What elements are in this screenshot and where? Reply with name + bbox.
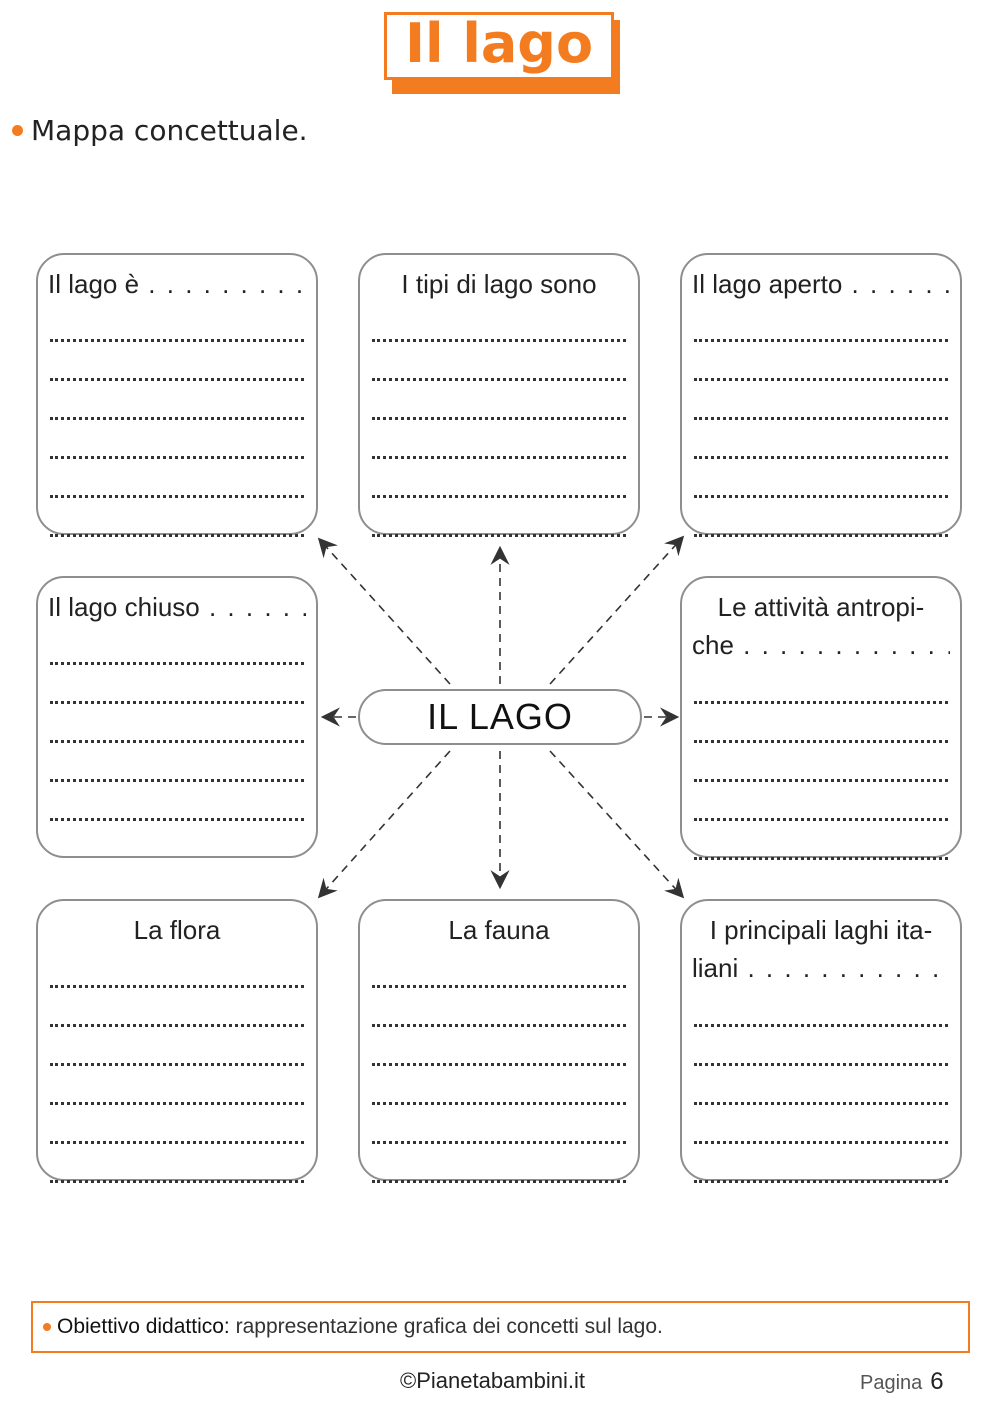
box-label-dots: . . . . . . . [208,592,306,622]
writing-line[interactable] [372,988,626,1027]
writing-lines[interactable] [372,949,626,1183]
brand-footer: ©Pianetabambini.it [400,1368,585,1393]
box-closed-lake: Il lago chiuso . . . . . . . [36,576,318,858]
writing-lines[interactable] [694,988,948,1183]
box-label-line2: liani [692,953,739,983]
title-box: Il lago [384,12,614,80]
writing-line[interactable] [50,704,304,743]
writing-line[interactable] [372,342,626,381]
box-label: Il lago chiuso [48,592,200,622]
writing-line[interactable] [372,1105,626,1144]
writing-line[interactable] [50,743,304,782]
writing-line[interactable] [372,420,626,459]
page-indicator: Pagina 6 [860,1368,944,1396]
box-human-activities: Le attività antropi- che . . . . . . . .… [680,576,962,860]
writing-line[interactable] [50,1066,304,1105]
writing-line[interactable] [694,459,948,498]
box-label-dots: . . . . . . . . . . . . . . . . [747,953,950,983]
writing-line[interactable] [694,381,948,420]
writing-lines[interactable] [50,949,304,1183]
box-lake-types: I tipi di lago sono [358,253,640,537]
box-label: La flora [133,915,221,945]
writing-line[interactable] [50,782,304,821]
writing-line[interactable] [50,1105,304,1144]
writing-line[interactable] [50,303,304,342]
writing-line[interactable] [50,1027,304,1066]
writing-line[interactable] [50,988,304,1027]
writing-line[interactable] [50,420,304,459]
center-concept-label: IL LAGO [427,696,573,737]
page-label: Pagina [860,1372,923,1394]
writing-line[interactable] [372,1027,626,1066]
subtitle: Mappa concettuale. [12,114,308,147]
writing-line[interactable] [372,1144,626,1183]
writing-line[interactable] [694,1144,948,1183]
box-label-dots: . . . . . . . . . . . . . . . . . [743,630,950,660]
box-label-dots: . . . . . . . [851,269,950,299]
writing-line[interactable] [694,988,948,1027]
writing-line[interactable] [694,704,948,743]
page-number: 6 [930,1368,944,1395]
box-flora: La flora [36,899,318,1183]
writing-line[interactable] [50,949,304,988]
writing-line[interactable] [50,665,304,704]
subtitle-text: Mappa concettuale. [31,114,308,147]
writing-line[interactable] [50,626,304,665]
writing-line[interactable] [694,342,948,381]
writing-line[interactable] [372,303,626,342]
box-definition: Il lago è . . . . . . . . . . . [36,253,318,537]
writing-line[interactable] [694,1027,948,1066]
box-label-line2: che [692,630,734,660]
box-fauna: La fauna [358,899,640,1183]
arrow-bottom-left [317,750,451,899]
writing-line[interactable] [50,342,304,381]
writing-line[interactable] [694,821,948,860]
bullet-icon [43,1323,51,1331]
writing-line[interactable] [50,459,304,498]
center-concept: IL LAGO [358,689,642,745]
writing-line[interactable] [372,498,626,537]
writing-line[interactable] [694,1066,948,1105]
writing-line[interactable] [694,303,948,342]
box-label: I tipi di lago sono [401,269,597,299]
writing-line[interactable] [694,1105,948,1144]
writing-line[interactable] [694,665,948,704]
box-label: I principali laghi ita- [709,915,933,945]
page-title: Il lago [404,12,594,75]
arrow-top-right [549,535,685,685]
writing-line[interactable] [694,498,948,537]
box-label: Le attività antropi- [717,592,925,622]
box-label: La fauna [448,915,550,945]
writing-lines[interactable] [694,303,948,537]
writing-line[interactable] [372,949,626,988]
writing-lines[interactable] [50,626,304,821]
bullet-icon [12,125,23,136]
page-title-badge: Il lago [384,12,620,94]
box-open-lake: Il lago aperto . . . . . . . [680,253,962,537]
teaching-objective: Obiettivo didattico: rappresentazione gr… [31,1301,970,1353]
box-italian-lakes: I principali laghi ita- liani . . . . . … [680,899,962,1183]
arrow-top-left [317,537,451,685]
writing-lines[interactable] [694,665,948,860]
writing-line[interactable] [694,743,948,782]
writing-line[interactable] [694,782,948,821]
objective-text: rappresentazione grafica dei concetti su… [229,1315,663,1338]
writing-line[interactable] [372,381,626,420]
writing-line[interactable] [372,1066,626,1105]
objective-label: Obiettivo didattico: [57,1315,230,1338]
arrow-bottom-right [549,750,685,899]
box-label-dots: . . . . . . . . . . . [148,269,306,299]
box-label: Il lago aperto [692,269,843,299]
box-label: Il lago è [48,269,140,299]
writing-line[interactable] [694,420,948,459]
writing-lines[interactable] [372,303,626,537]
writing-line[interactable] [50,1144,304,1183]
writing-line[interactable] [50,498,304,537]
writing-line[interactable] [372,459,626,498]
writing-lines[interactable] [50,303,304,537]
writing-line[interactable] [50,381,304,420]
